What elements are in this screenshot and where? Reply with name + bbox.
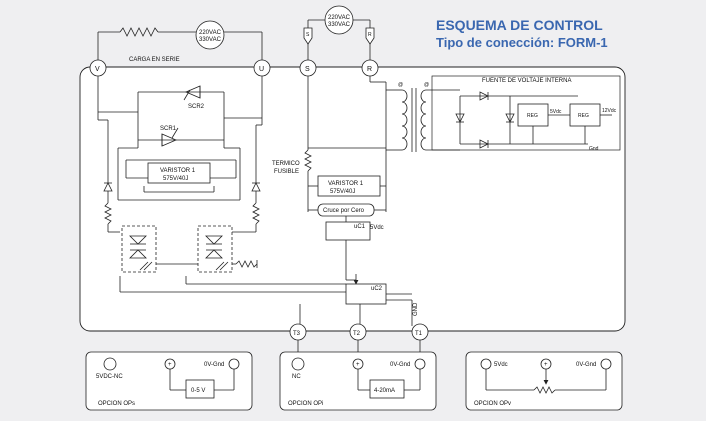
terminal-v-label: V (95, 66, 100, 73)
resistor-left (104, 202, 112, 225)
opto-left (121, 225, 157, 273)
resistor-right (252, 202, 260, 225)
termico-line-1: TERMICO (272, 161, 300, 167)
option-opi-right-label: 0V-Gnd (390, 362, 410, 368)
option-ops-right-label: 0V-Gnd (204, 362, 224, 368)
terminal-r-label: R (367, 66, 372, 73)
option-opi-name: OPCION OPi (288, 401, 323, 407)
transformer-primary (401, 89, 408, 151)
terminal-s-label: S (305, 66, 310, 73)
reg-2-label: REG (578, 113, 589, 119)
scr1-label: SCR1 (160, 126, 177, 132)
option-opi-value-box (369, 379, 405, 399)
ac-source-left-line-2: 330VAC (199, 37, 222, 43)
fuse-s-label: S (306, 32, 310, 38)
option-ops-value-box (185, 379, 215, 399)
termico-line-2: FUSIBLE (274, 169, 299, 175)
out-12vdc-label: 12Vdc (602, 108, 617, 114)
terminal-t2-label: T2 (353, 331, 361, 337)
reg-1-label: REG (527, 113, 538, 119)
option-ops-plus: + (168, 362, 172, 368)
svg-text:@: @ (424, 82, 429, 88)
option-ops-name: OPCION OPs (98, 401, 135, 407)
uc1-label: uC1 (354, 224, 366, 230)
load-label: CARGA EN SERIE (129, 57, 180, 63)
fuse-r (365, 27, 375, 45)
potentiometer (533, 386, 556, 394)
option-opv-name: OPCION OPv (474, 401, 511, 407)
option-opi-value: 4-20mA (374, 388, 395, 394)
ac-source-top-line-2: 330VAC (328, 22, 351, 28)
gnd-vertical-label: GND (413, 302, 419, 316)
ac-source-left-line-1: 220VAC (199, 30, 222, 36)
option-opv-plus: + (544, 362, 548, 368)
option-opv-right-label: 0V-Gnd (576, 362, 596, 368)
option-ops-left-label: 5VDC-NC (96, 374, 123, 380)
scr2-label: SCR2 (188, 104, 205, 110)
uc2-label: uC2 (371, 286, 383, 292)
out-5vdc-label: 5Vdc (550, 109, 562, 115)
gnd-label: Gnd (589, 146, 599, 152)
title-line-1: ESQUEMA DE CONTROL (436, 17, 603, 33)
option-opi-plus: + (356, 362, 360, 368)
varistor-left (147, 162, 211, 184)
uc1-supply-label: 5Vdc (370, 225, 384, 231)
varistor-mid-line-2: 575V/40J (330, 189, 355, 195)
svg-text:@: @ (398, 82, 403, 88)
load-resistor (119, 27, 159, 37)
option-opv-left-label: 5Vdc (494, 362, 508, 368)
transformer-secondary (420, 89, 427, 151)
ac-source-left (195, 20, 225, 50)
option-opi-left-label: NC (292, 374, 301, 380)
power-supply-title: FUENTE DE VOLTAJE INTERNA (482, 78, 571, 84)
thermal-fuse (304, 149, 312, 172)
uc1-box (325, 221, 371, 241)
terminal-u-label: U (259, 66, 264, 73)
fuse-s (303, 27, 313, 45)
title-line-2: Tipo de conección: FORM-1 (436, 35, 608, 50)
varistor-left-line-1: VARISTOR 1 (160, 168, 196, 174)
ac-source-top-line-1: 220VAC (328, 15, 351, 21)
fuse-r-label: R (368, 32, 372, 38)
cruce-por-cero-label: Cruce por Cero (323, 208, 365, 214)
option-ops-value: 0-5 V (191, 388, 205, 394)
varistor-left-line-2: 575V/40J (163, 176, 188, 182)
opto-right (197, 225, 233, 273)
resistor-opto (235, 260, 258, 268)
varistor-mid-line-1: VARISTOR 1 (328, 181, 364, 187)
terminal-t3-label: T3 (293, 331, 301, 337)
terminal-t1-label: T1 (415, 331, 423, 337)
